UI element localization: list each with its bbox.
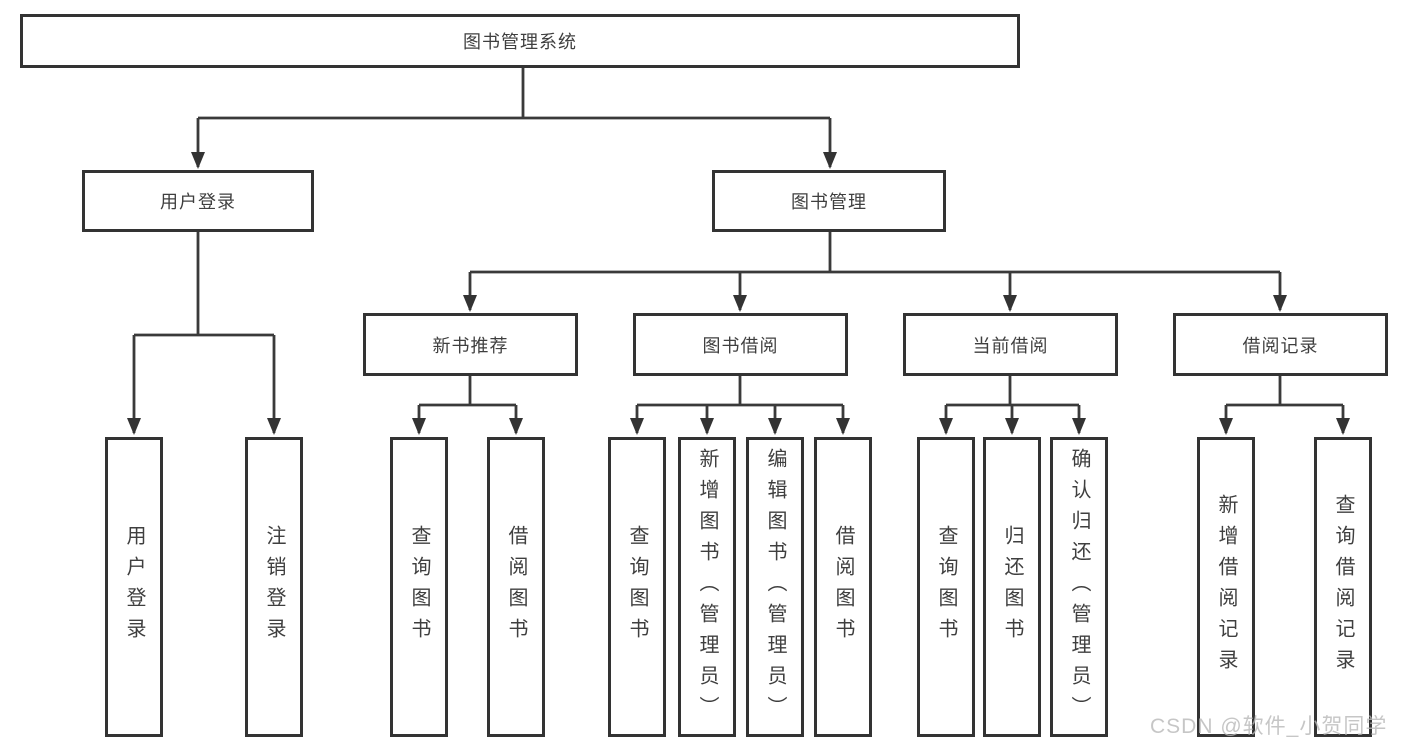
leaf-query-books-current: 查询图书 (917, 437, 975, 737)
leaf-add-book-admin: 新增图书（管理员） (678, 437, 736, 737)
leaf-user-login-label: 用户登录 (123, 525, 145, 649)
leaf-add-borrow-record: 新增借阅记录 (1197, 437, 1255, 737)
node-root: 图书管理系统 (20, 14, 1020, 68)
leaf-query-books-borrow-label: 查询图书 (626, 525, 648, 649)
node-borrow-records-label: 借阅记录 (1242, 335, 1319, 356)
node-book-management-branch: 图书管理 (712, 170, 946, 232)
leaf-borrow-books-label: 借阅图书 (832, 525, 854, 649)
node-book-borrow-label: 图书借阅 (702, 335, 779, 356)
node-current-borrow: 当前借阅 (903, 313, 1118, 376)
node-root-label: 图书管理系统 (463, 32, 577, 52)
node-book-borrow: 图书借阅 (633, 313, 848, 376)
leaf-user-login: 用户登录 (105, 437, 163, 737)
leaf-edit-book-admin-label: 编辑图书（管理员） (764, 447, 786, 727)
node-user-login-branch: 用户登录 (82, 170, 314, 232)
leaf-borrow-books-recommend-label: 借阅图书 (505, 525, 527, 649)
csdn-watermark: CSDN @软件_小贺同学 (1150, 715, 1388, 738)
leaf-logout: 注销登录 (245, 437, 303, 737)
leaf-return-book: 归还图书 (983, 437, 1041, 737)
leaf-query-borrow-record: 查询借阅记录 (1314, 437, 1372, 737)
leaf-edit-book-admin: 编辑图书（管理员） (746, 437, 804, 737)
leaf-query-books-borrow: 查询图书 (608, 437, 666, 737)
node-new-book-recommend: 新书推荐 (363, 313, 578, 376)
leaf-query-books-recommend-label: 查询图书 (408, 525, 430, 649)
leaf-add-book-admin-label: 新增图书（管理员） (696, 447, 718, 727)
leaf-confirm-return-admin: 确认归还（管理员） (1050, 437, 1108, 737)
node-new-book-recommend-label: 新书推荐 (432, 335, 509, 356)
leaf-logout-label: 注销登录 (263, 525, 285, 649)
node-current-borrow-label: 当前借阅 (972, 335, 1049, 356)
leaf-query-books-recommend: 查询图书 (390, 437, 448, 737)
leaf-borrow-books: 借阅图书 (814, 437, 872, 737)
leaf-query-books-current-label: 查询图书 (935, 525, 957, 649)
leaf-confirm-return-admin-label: 确认归还（管理员） (1068, 447, 1090, 727)
leaf-return-book-label: 归还图书 (1001, 525, 1023, 649)
node-borrow-records: 借阅记录 (1173, 313, 1388, 376)
node-user-login-branch-label: 用户登录 (160, 192, 236, 212)
leaf-borrow-books-recommend: 借阅图书 (487, 437, 545, 737)
leaf-add-borrow-record-label: 新增借阅记录 (1215, 494, 1237, 680)
leaf-query-borrow-record-label: 查询借阅记录 (1332, 494, 1354, 680)
node-book-management-branch-label: 图书管理 (791, 192, 867, 212)
